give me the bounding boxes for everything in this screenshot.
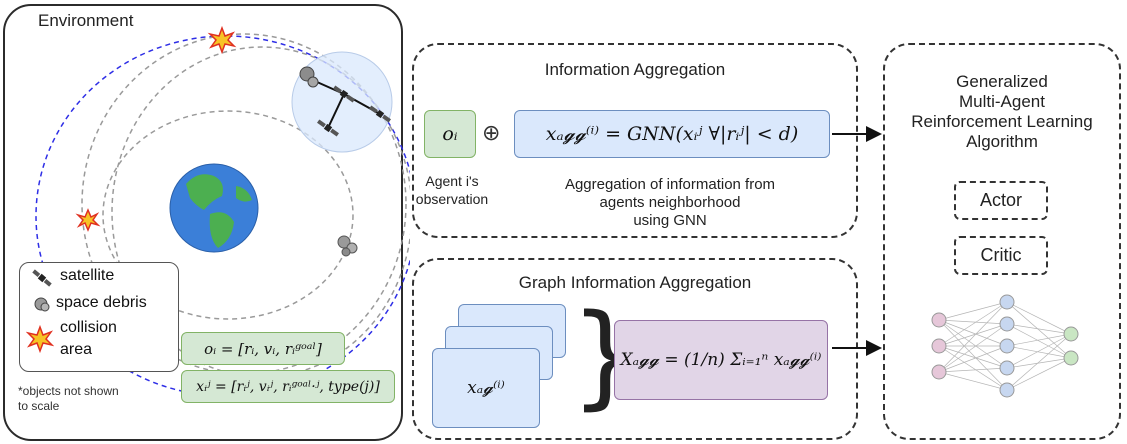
algorithm-panel [883, 43, 1121, 440]
mean-aggregation-box: Xₐ𝓰𝓰 = (1/n) Σᵢ₌₁ⁿ xₐ𝓰𝓰⁽ⁱ⁾ [614, 320, 828, 400]
collision-icon [207, 25, 237, 55]
satellite-icon [369, 105, 391, 123]
environment-title: Environment [38, 11, 134, 30]
observation-formula: oᵢ = [rᵢ, vᵢ, rᵢᵍᵒᵃˡ] [181, 332, 345, 365]
legend-collision-label: collision [60, 319, 117, 336]
algorithm-title-line2: Multi-Agent [959, 92, 1045, 111]
satellite-icon [317, 119, 339, 137]
neighborhood-bubble [291, 51, 393, 153]
legend-debris-label: space debris [56, 294, 147, 311]
debris-icon [337, 235, 358, 257]
algorithm-title-line3: Reinforcement Learning [911, 112, 1093, 131]
debris-icon [299, 66, 319, 88]
algorithm-title: Generalized Multi-Agent Reinforcement Le… [883, 72, 1121, 152]
collision-icon [75, 208, 101, 232]
collision-icon [26, 325, 54, 353]
information-aggregation-panel [412, 43, 858, 238]
scale-note-line1: *objects not shown [18, 384, 119, 398]
legend-area-label: area [60, 341, 93, 358]
algorithm-title-line1: Generalized [956, 72, 1048, 91]
environment-panel [3, 4, 403, 441]
agent-observation-box: oᵢ [424, 110, 476, 158]
grey-orbit-small [102, 110, 354, 320]
legend-satellite-label: satellite [60, 267, 115, 284]
aggregation-desc-line3: using GNN [633, 212, 707, 229]
legend: satellite space debris collision area [19, 262, 179, 372]
gnn-aggregation-box: xₐ𝓰𝓰⁽ⁱ⁾ = GNN(xᵢʲ ∀|rᵢʲ| < d) [514, 110, 830, 158]
embedding-card: xₐ𝓰⁽ⁱ⁾ [432, 348, 540, 428]
earth-icon [169, 163, 259, 253]
satellite-icon [32, 269, 52, 287]
aggregation-desc-line1: Aggregation of information from [564, 176, 776, 193]
oplus-symbol: ⊕ [482, 120, 501, 145]
critic-box: Critic [954, 236, 1048, 275]
satellite-icon [333, 85, 355, 103]
agent-label-line2: observation [415, 191, 489, 207]
information-aggregation-title: Information Aggregation [544, 60, 726, 79]
graph-aggregation-title: Graph Information Aggregation [518, 273, 752, 292]
agent-observation-label: Agent i's observation [415, 172, 489, 208]
debris-icon [34, 297, 50, 312]
agent-label-line1: Agent i's [425, 173, 479, 189]
actor-box: Actor [954, 181, 1048, 220]
neighbor-formula: xᵢʲ = [rᵢʲ, vᵢʲ, rᵢᵍᵒᵃˡ·ʲ, type(j)] [181, 370, 395, 403]
algorithm-title-line4: Algorithm [966, 132, 1038, 151]
grey-orbit-outer [81, 33, 407, 375]
arrows [832, 126, 882, 356]
neural-network-icon [931, 294, 1079, 398]
aggregation-description: Aggregation of information from agents n… [520, 176, 820, 230]
aggregation-desc-line2: agents neighborhood [599, 194, 741, 211]
scale-note-line2: to scale [18, 399, 60, 413]
